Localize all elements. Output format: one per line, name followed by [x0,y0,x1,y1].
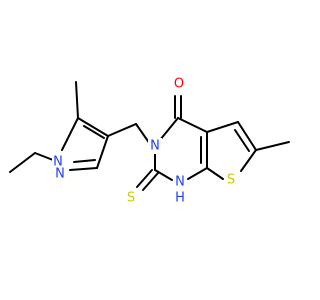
bond-c7a-n1 [187,167,208,180]
bond-pyrazole-c5-c4 [77,117,109,137]
bond-pyrazole-n1-c5 [61,117,79,151]
svg-text:O: O [174,77,184,92]
atom-nh: N [173,174,187,190]
bond-s7-c7a [206,167,224,180]
bond-ethyl-ch3 [9,152,36,173]
atom-o: O [171,76,187,92]
bond-n3-c4 [159,117,179,141]
molecule-structure-diagram: N N N N H O S S [9,76,290,206]
bond-thiophene-methyl [255,141,290,151]
bond-c5-c6 [237,121,257,151]
svg-text:H: H [175,191,185,206]
bond-thione-a [136,169,153,188]
bond-linker-2 [135,123,151,145]
bond-c5-c6-double [234,129,250,152]
bond-c4a-c5 [206,121,239,133]
bond-linker-1 [107,123,137,137]
atom-s-thiophene: S [224,172,238,188]
svg-text:N: N [53,155,63,170]
bond-pyrazole-methyl [75,81,79,119]
molecule-drawing: N N N N H O S S [9,76,290,206]
atom-n2-pyrazole: N [53,166,67,182]
svg-text:N: N [150,139,160,154]
svg-text:S: S [127,191,135,206]
bond-c4-c4a [177,117,208,133]
svg-text:S: S [227,173,235,188]
atom-s-thione: S [124,190,138,206]
svg-text:N: N [175,175,185,190]
bond-n1-c2 [154,169,173,181]
svg-text:N: N [55,167,65,182]
atom-n3: N [148,138,162,154]
bond-ethyl-ch2 [34,152,54,161]
bond-pyrazole-c4-c3 [96,135,109,169]
bond-pyrazole-c3-n2 [69,167,98,171]
bond-pyrazole-c5-c4-double [83,125,105,139]
atom-h: H [173,190,187,206]
bond-thione-b [142,172,159,191]
bond-pyrazole-c3-n2-double [73,159,96,163]
bond-c6-s7 [240,149,257,172]
